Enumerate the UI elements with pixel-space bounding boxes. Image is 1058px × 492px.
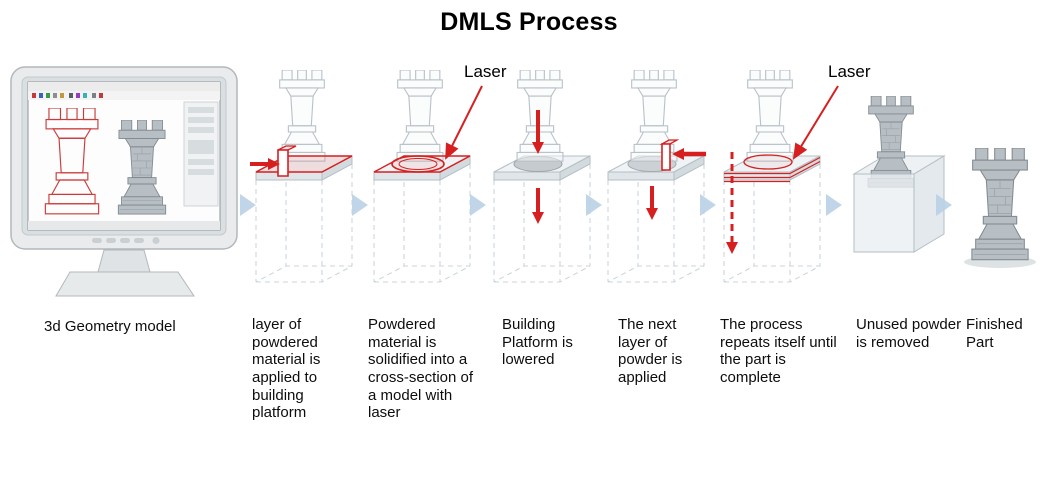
- repeat-dashed-arrow-icon: [726, 152, 738, 254]
- stage-caption: Finished Part: [966, 316, 1023, 351]
- monitor-stand: [97, 249, 151, 273]
- stage-next-layer-illustration: [600, 70, 706, 308]
- flow-chevron-icon: [586, 194, 602, 216]
- solid-rook-icon: [868, 96, 914, 187]
- lower-arrow-icon: [532, 110, 544, 154]
- stage-powder-removed-illustration: [852, 56, 946, 253]
- stage-repeat-illustration: [716, 70, 828, 308]
- monitor-base: [55, 271, 195, 297]
- melted-cross-section-icon: [743, 154, 793, 170]
- finished-rook-icon: [972, 148, 1028, 260]
- stage-laser-solidify-illustration: [366, 70, 478, 308]
- stage-caption: 3d Geometry model: [44, 318, 176, 335]
- flow-chevron-icon: [826, 194, 842, 216]
- layer-stack-icon: [724, 156, 821, 183]
- stage-powder-applied-illustration: [250, 70, 360, 308]
- flow-chevron-icon: [700, 194, 716, 216]
- lower-arrow-icon: [532, 188, 544, 224]
- stage-caption: layer of powdered material is applied to…: [252, 316, 321, 422]
- powder-arrow-icon: [672, 148, 706, 160]
- stage-platform-lowered-illustration: [486, 70, 598, 308]
- wireframe-rook-icon: [396, 70, 444, 162]
- flow-chevron-icon: [470, 194, 486, 216]
- stage-caption: Powdered material is solidified into a c…: [368, 316, 474, 422]
- stage-caption: Building Platform is lowered: [502, 316, 573, 369]
- flow-chevron-icon: [936, 194, 952, 216]
- stage-caption: The next layer of powder is applied: [618, 316, 683, 387]
- cad-toolbar-icons: [32, 93, 103, 98]
- wireframe-rook-icon: [746, 70, 794, 162]
- powder-arrow-icon: [250, 158, 280, 170]
- flow-chevron-icon: [240, 194, 256, 216]
- laser-label: Laser: [464, 62, 507, 81]
- stage-finished-part-illustration: [964, 56, 1036, 268]
- laser-label: Laser: [828, 62, 871, 81]
- diagram-title: DMLS Process: [440, 8, 618, 36]
- flow-chevron-icon: [352, 194, 368, 216]
- stage-caption: The process repeats itself until the par…: [720, 316, 837, 387]
- monitor-illustration: [10, 66, 238, 297]
- monitor-buttons: [92, 237, 160, 244]
- stage-caption: Unused powder is removed: [856, 316, 962, 351]
- lower-arrow-icon: [646, 186, 658, 220]
